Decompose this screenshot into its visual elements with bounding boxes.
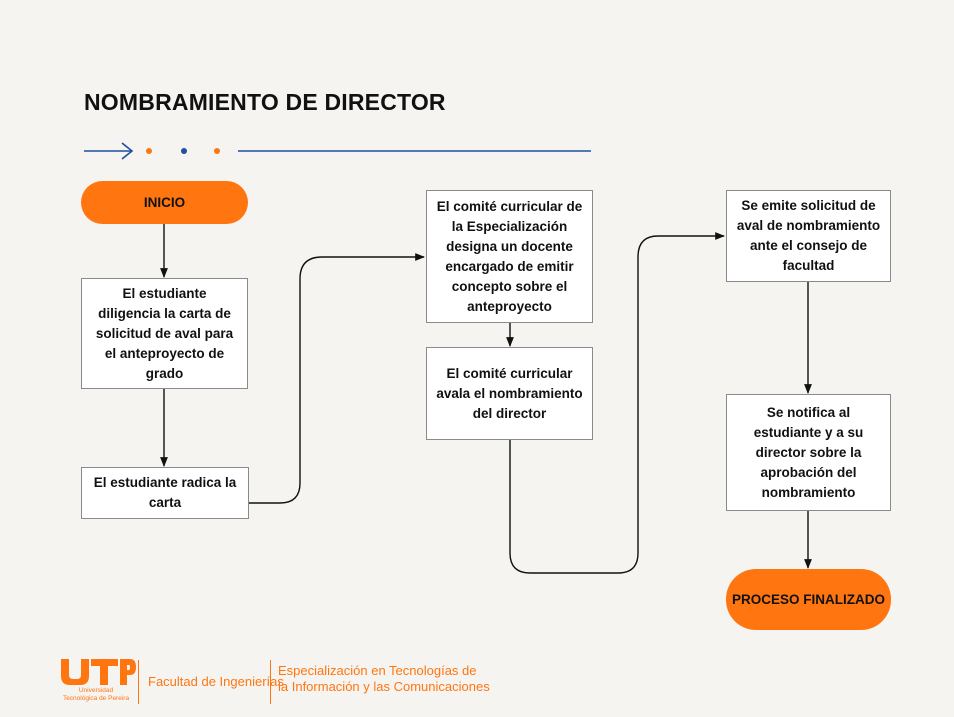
step-committee-endorses-director: El comité curricular avala el nombramien…	[426, 347, 593, 440]
program-name: Especialización en Tecnologías de la Inf…	[278, 663, 490, 695]
program-line-1: Especialización en Tecnologías de	[278, 663, 477, 678]
program-line-2: la Información y las Comunicaciones	[278, 679, 490, 694]
dot-blue	[181, 148, 187, 154]
step-submit-letter: El estudiante radica la carta	[81, 467, 249, 519]
decorative-arrow-icon	[84, 142, 134, 160]
footer-divider-2	[270, 660, 271, 704]
step-notify-student-director: Se notifica al estudiante y a su directo…	[726, 394, 891, 511]
footer-divider-1	[138, 660, 139, 704]
page-title: NOMBRAMIENTO DE DIRECTOR	[84, 89, 446, 115]
faculty-name: Facultad de Ingenierías	[148, 674, 284, 689]
start-node: INICIO	[81, 181, 248, 224]
dot-orange-2	[214, 148, 220, 154]
step-committee-assigns-teacher: El comité curricular de la Especializaci…	[426, 190, 593, 323]
step-fill-request-letter: El estudiante diligencia la carta de sol…	[81, 278, 248, 389]
connector-step2-step3	[249, 253, 425, 504]
step-request-faculty-council: Se emite solicitud de aval de nombramien…	[726, 190, 891, 282]
logo-caption: Universidad Tecnológica de Pereira	[62, 687, 130, 702]
dot-orange-1	[146, 148, 152, 154]
utp-logo-icon	[61, 659, 136, 685]
connector-step4-step5	[509, 232, 725, 574]
end-node: PROCESO FINALIZADO	[726, 569, 891, 630]
